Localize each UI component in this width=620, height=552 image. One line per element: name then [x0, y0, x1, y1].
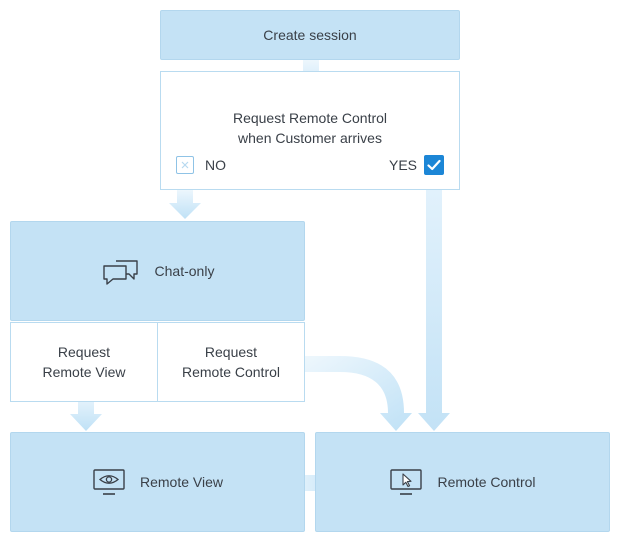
- remote-control-node: Remote Control: [315, 432, 610, 532]
- chat-only-label: Chat-only: [154, 263, 215, 279]
- request-remote-control-label: Request Remote Control: [181, 344, 281, 380]
- checkmark-icon: [427, 159, 441, 171]
- monitor-cursor-icon: [390, 469, 423, 495]
- request-remote-view-option[interactable]: Request Remote View: [10, 322, 158, 402]
- remote-view-node: Remote View: [10, 432, 305, 532]
- x-icon: [181, 161, 189, 169]
- arrow-no-to-chat: [169, 189, 201, 219]
- request-remote-view-label: Request Remote View: [42, 344, 126, 380]
- remote-control-label: Remote Control: [437, 474, 536, 490]
- question-label: Request Remote Control when Customer arr…: [232, 110, 388, 146]
- yes-checkbox[interactable]: [424, 155, 444, 175]
- chat-only-node: Chat-only: [10, 221, 305, 321]
- monitor-eye-icon: [93, 469, 125, 495]
- request-remote-control-option[interactable]: Request Remote Control: [157, 322, 305, 402]
- arrow-yes-to-remote-control: [418, 176, 450, 431]
- arrow-request-control-to-remote-control: [295, 356, 412, 431]
- create-session-node: Create session: [160, 10, 460, 60]
- yes-option-label: YES: [389, 157, 418, 173]
- no-option-label: NO: [205, 157, 226, 173]
- no-checkbox[interactable]: [176, 156, 194, 174]
- chat-bubbles-icon: [102, 260, 138, 285]
- create-session-label: Create session: [263, 27, 357, 43]
- remote-view-label: Remote View: [139, 474, 223, 490]
- request-remote-control-question-node: Request Remote Control when Customer arr…: [160, 71, 460, 190]
